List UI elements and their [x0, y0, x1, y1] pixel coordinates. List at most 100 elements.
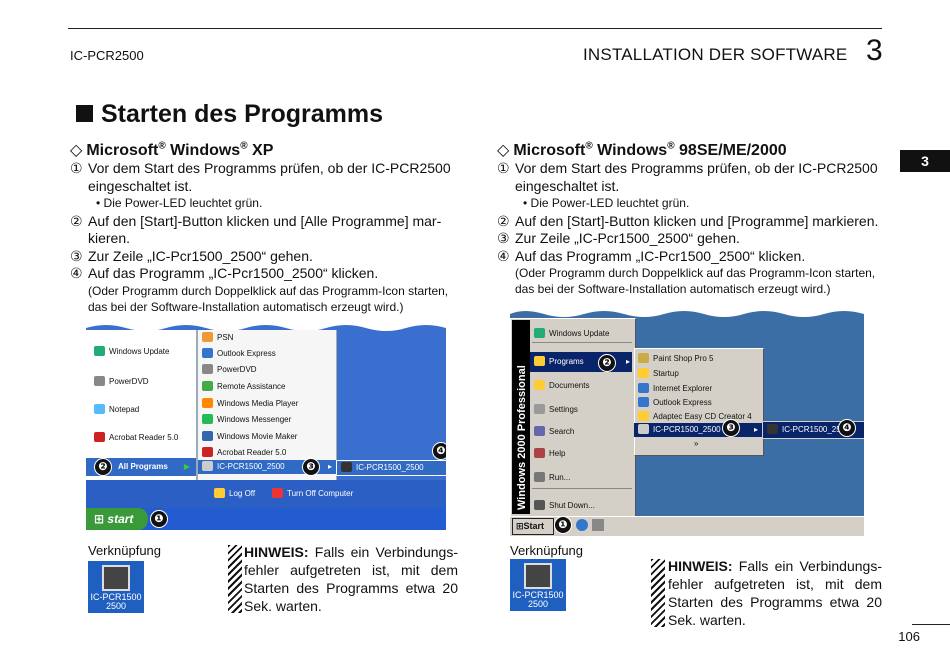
menu-label: IC-PCR1500_2500 [356, 463, 424, 472]
callout-1: ❶ [554, 516, 572, 534]
menu-item[interactable]: PSN [202, 332, 233, 342]
menu-item[interactable]: Windows Update [534, 328, 609, 338]
menu-item[interactable]: Startup [638, 368, 679, 378]
shortcut-icon[interactable]: IC-PCR1500 2500 [88, 561, 144, 613]
shortcut-label: Verknüpfung [510, 543, 584, 558]
menu-label: All Programs [118, 462, 168, 471]
torn-edge [510, 306, 864, 317]
w98-heading-ver: 98SE/ME/2000 [674, 142, 787, 159]
taskbar [86, 508, 446, 530]
w98-heading-win: Windows [592, 142, 668, 159]
menu-item[interactable]: Help [534, 448, 565, 458]
program-icon [102, 565, 130, 591]
note-label: HINWEIS: [668, 558, 733, 574]
program-folder-icon [638, 424, 649, 434]
diamond-icon: ◇ [497, 142, 510, 159]
menu-item[interactable]: Settings [534, 404, 578, 414]
start-button[interactable]: ⊞ start [86, 508, 148, 530]
menu-label: IC-PCR1500_2500 [217, 462, 285, 471]
messenger-icon [202, 414, 213, 424]
shortcut-label: Verknüpfung [88, 543, 162, 558]
menu-item-selected[interactable]: Programs ▸ [530, 352, 632, 372]
menu-item[interactable]: Search [534, 426, 574, 436]
programs-submenu [634, 348, 764, 456]
submenu-item[interactable]: IC-PCR1500_2500 [336, 460, 446, 476]
logoff-button[interactable]: Log Off [214, 488, 255, 498]
menu-label: Startup [653, 369, 679, 378]
menu-item[interactable]: Internet Explorer [638, 383, 712, 393]
square-bullet-icon [76, 105, 93, 122]
section-title: Starten des Programms [76, 100, 383, 129]
internet-explorer-icon[interactable] [576, 519, 588, 531]
menu-item-selected[interactable]: IC-PCR1500_2500▸ [634, 423, 762, 437]
all-programs-button[interactable]: All Programs ▶ [86, 458, 196, 476]
step-number: ③ [497, 230, 510, 246]
xp-logoff-bar [86, 480, 446, 508]
step-note: • Die Power-LED leuchtet grün. [96, 196, 263, 210]
step-number: ④ [70, 265, 83, 281]
menu-item[interactable]: Notepad [94, 404, 139, 414]
menu-label: IC-PCR1500_2500 [782, 425, 850, 434]
acrobat-icon [94, 432, 105, 442]
step-text: Auf den [Start]-Button klicken und [Alle… [88, 212, 442, 247]
menu-item[interactable]: Windows Messenger [202, 414, 291, 424]
menu-item[interactable]: PowerDVD [94, 376, 149, 386]
model-name: IC-PCR2500 [70, 48, 144, 63]
menu-item[interactable]: Windows Update [94, 346, 169, 356]
note-text: Falls ein Verbindungs­fehler aufgetreten… [668, 558, 882, 628]
folder-icon [638, 368, 649, 378]
shortcut-caption: IC-PCR1500 2500 [512, 590, 564, 609]
arrow-right-icon: ▸ [625, 357, 630, 366]
xp-note: HINWEIS: Falls ein Verbindungs­fehler au… [244, 543, 458, 615]
acrobat-icon [202, 447, 213, 457]
menu-label: Adaptec Easy CD Creator 4 [653, 412, 752, 421]
arrow-right-icon: ▶ [183, 462, 190, 471]
menu-item[interactable]: Windows Movie Maker [202, 431, 297, 441]
shortcut-icon[interactable]: IC-PCR1500 2500 [510, 559, 566, 611]
desktop-icon[interactable] [592, 519, 604, 531]
callout-2: ❷ [94, 458, 112, 476]
menu-item[interactable]: Windows Media Player [202, 398, 298, 408]
callout-4: ❹ [432, 442, 446, 460]
step-text: Auf das Programm „IC-Pcr1500_2500“ klick… [88, 265, 379, 281]
menu-item-selected[interactable]: IC-PCR1500_2500▸ [198, 460, 336, 474]
menu-label: PowerDVD [217, 365, 257, 374]
menu-label: Windows Messenger [217, 415, 292, 424]
menu-item[interactable]: Outlook Express [202, 348, 276, 358]
menu-item[interactable]: Paint Shop Pro 5 [638, 353, 713, 363]
outlook-icon [638, 397, 649, 407]
header-rule [68, 28, 882, 29]
notepad-icon [94, 404, 105, 414]
expand-chevron[interactable]: » [694, 439, 699, 448]
divider [196, 330, 198, 490]
step-text: Zur Zeile „IC-Pcr1500_2500“ gehen. [88, 247, 313, 264]
menu-label: PowerDVD [109, 377, 149, 386]
menu-item[interactable]: Run... [534, 472, 570, 482]
menu-item[interactable]: Remote Assistance [202, 381, 285, 391]
note-hatch [651, 559, 665, 627]
outlook-icon [202, 348, 213, 358]
step-paren: (Oder Programm durch Doppelklick auf das… [88, 283, 449, 314]
menu-label: Acrobat Reader 5.0 [109, 433, 179, 442]
menu-item[interactable]: Acrobat Reader 5.0 [94, 432, 178, 442]
callout-3: ❸ [722, 419, 740, 437]
menu-item[interactable]: Documents [534, 380, 589, 390]
menu-label: Windows Movie Maker [217, 432, 298, 441]
start-button[interactable]: ⊞Start [512, 518, 554, 535]
menu-item[interactable]: PowerDVD [202, 364, 257, 374]
help-icon [534, 448, 545, 458]
menu-item[interactable]: Outlook Express [638, 397, 712, 407]
menu-item[interactable]: Shut Down... [534, 500, 595, 510]
xp-heading-ms: Microsoft [86, 142, 159, 159]
menu-item[interactable]: Adaptec Easy CD Creator 4 [638, 411, 752, 421]
reg-mark: ® [158, 140, 166, 152]
header-title: INSTALLATION DER SOFTWARE [583, 45, 848, 64]
turnoff-button[interactable]: Turn Off Computer [272, 488, 353, 498]
menu-item[interactable]: Acrobat Reader 5.0 [202, 447, 286, 457]
menu-label: Programs [549, 357, 584, 366]
